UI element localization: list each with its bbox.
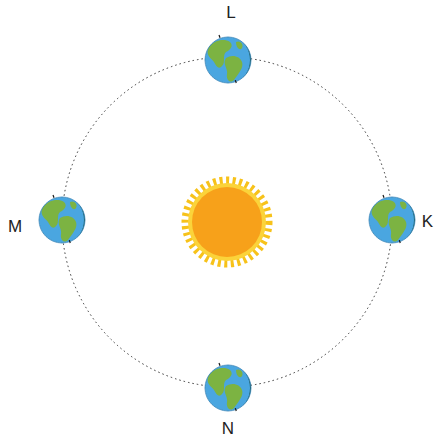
earth (205, 363, 258, 413)
position-label: M (8, 218, 22, 235)
position-label: N (222, 420, 234, 437)
earth (39, 195, 92, 245)
orbit-path (62, 57, 392, 387)
earth (369, 195, 422, 245)
position-label: K (422, 213, 433, 230)
sun (186, 181, 268, 263)
earth (205, 35, 258, 85)
position-label: L (226, 4, 235, 21)
